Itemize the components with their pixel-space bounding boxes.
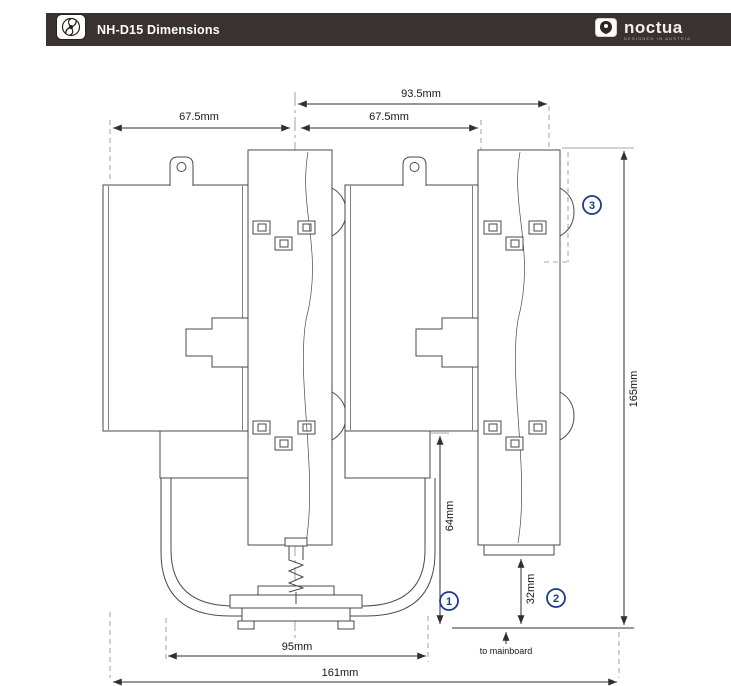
side-view — [344, 149, 575, 556]
callout-circle — [439, 591, 459, 611]
dim-label: 67.5mm — [369, 111, 409, 123]
extension-lines — [109, 106, 634, 678]
brand-text: noctua designed in austria — [624, 19, 691, 41]
heatpipe — [170, 478, 290, 607]
dim-label: 64mm — [444, 501, 456, 532]
spring-screw — [287, 546, 305, 604]
noctua-owl-icon — [594, 17, 617, 42]
callout-3: 3 — [582, 195, 602, 215]
to-mainboard-label: to mainboard — [480, 646, 533, 656]
heatpipe — [303, 478, 436, 617]
callout-1: 1 — [439, 591, 459, 611]
fan-clips-upper — [483, 220, 547, 251]
mounting-bracket — [185, 317, 249, 368]
tab-hole — [409, 162, 420, 172]
dim-label: 161mm — [322, 667, 359, 679]
page-title: NH-D15 Dimensions — [97, 22, 220, 37]
wire-clip — [331, 391, 347, 441]
noctua-logo: noctua designed in austria — [594, 17, 691, 42]
dim-half-width-left: 67.5mm — [113, 111, 290, 132]
fan-clips-lower — [252, 420, 316, 451]
callout-circle — [582, 195, 602, 215]
dim-label: 32mm — [525, 574, 537, 605]
front-view — [102, 149, 347, 546]
dim-total-height: 165mm — [620, 151, 640, 625]
base-assembly — [160, 478, 436, 630]
base-foot — [337, 620, 355, 630]
fan-clips-lower — [483, 420, 547, 451]
heatpipe — [303, 478, 426, 607]
fan-fin-stack — [102, 184, 249, 432]
mounting-bracket — [415, 317, 479, 368]
fan-fin-stack — [344, 184, 479, 432]
tower-base-step — [483, 544, 555, 556]
tab-hole — [176, 162, 187, 172]
dim-label: 165mm — [628, 371, 640, 408]
wire-clip — [559, 187, 575, 237]
dim-depth-with-fan: 93.5mm — [298, 88, 547, 108]
callout-circle — [546, 588, 566, 608]
heatsink-tower — [477, 149, 561, 546]
dim-label: 93.5mm — [401, 88, 441, 100]
cooler-fan-icon — [56, 14, 86, 45]
callout-2: 2 — [546, 588, 566, 608]
fan-clips-upper — [252, 220, 316, 251]
dim-clearance-32: 32mm — [517, 559, 537, 624]
dim-total-width: 161mm — [113, 667, 617, 686]
callout-number: 2 — [553, 593, 559, 605]
screw-head — [284, 537, 308, 547]
lower-fin-stack — [344, 430, 431, 479]
wire-clip — [331, 187, 347, 237]
header-bar: NH-D15 Dimensions noctua designed in aus… — [46, 13, 731, 46]
dim-label: 67.5mm — [179, 111, 219, 123]
lower-fin-stack — [159, 430, 249, 479]
dim-base-width: 95mm — [168, 641, 426, 660]
wire-clip — [559, 391, 575, 441]
contact-plate — [241, 607, 351, 622]
heatsink-tower — [247, 149, 333, 546]
to-mainboard-note: to mainboard — [480, 632, 533, 656]
dim-label: 95mm — [282, 641, 313, 653]
heatpipe-curve — [514, 151, 525, 544]
callout-number: 1 — [446, 596, 452, 608]
heatpipe — [160, 478, 290, 617]
dim-clearance-64: 64mm — [436, 436, 456, 624]
dim-half-width-right: 67.5mm — [301, 111, 478, 132]
base-foot — [237, 620, 255, 630]
brand-name: noctua — [623, 17, 683, 37]
heatpipe-curve — [302, 151, 313, 544]
brand-tagline: designed in austria — [623, 35, 691, 41]
callout-number: 3 — [589, 200, 595, 212]
